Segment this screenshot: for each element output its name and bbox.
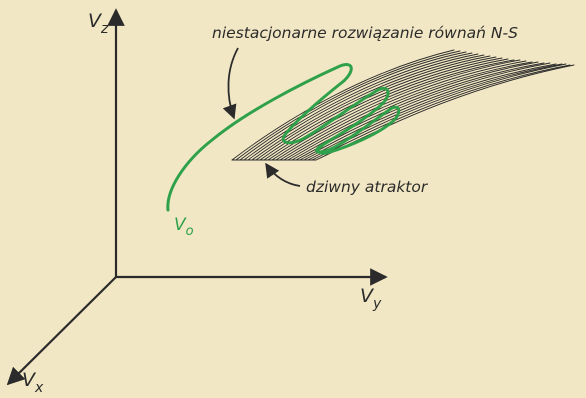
vx-axis: [8, 277, 116, 384]
vz-axis-label: Vz: [88, 10, 109, 37]
solution-pointer-arrow: [228, 48, 238, 118]
attractor-annotation: dziwny atraktor: [306, 178, 429, 196]
strange-attractor-sheet: [232, 50, 574, 160]
vy-axis-label: Vy: [360, 285, 382, 312]
start-point-label: Vo: [174, 215, 194, 239]
vx-axis-label: Vx: [22, 369, 44, 396]
solution-annotation: niestacjonarne rozwiązanie równań N-S: [212, 24, 518, 42]
attractor-pointer-arrow: [266, 164, 300, 186]
